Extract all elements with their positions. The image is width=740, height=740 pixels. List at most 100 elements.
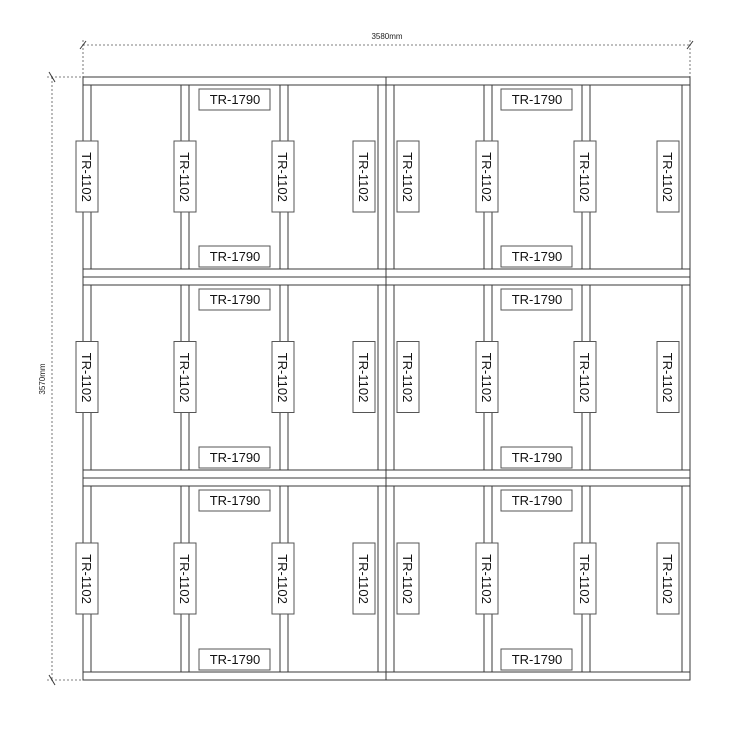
beam-tag-label: TR-1790 (512, 450, 563, 465)
post-tag-label: TR-1102 (177, 554, 192, 604)
horizontal-beam (82, 276, 387, 286)
post-tag-box (173, 542, 197, 615)
post-tag-box (396, 341, 420, 413)
width-dimension-label: 3580mm (371, 32, 402, 41)
horizontal-beam (385, 76, 691, 86)
post-tag-label: TR-1102 (660, 152, 675, 202)
horizontal-beam (385, 477, 691, 487)
horizontal-beam (82, 671, 387, 681)
horizontal-beam (385, 469, 691, 479)
beam-tag-box (198, 288, 271, 311)
horizontal-beam (385, 268, 691, 278)
post-tag-label: TR-1102 (577, 353, 592, 403)
post-tag-box (396, 542, 420, 615)
post-tag-label: TR-1102 (79, 554, 94, 604)
beam-tag-box (500, 245, 573, 268)
post-tag-box (271, 140, 295, 213)
post-tag-box (656, 341, 680, 413)
post-tag-label: TR-1102 (660, 353, 675, 403)
post-tag-box (173, 140, 197, 213)
post-tag-box (573, 341, 597, 413)
beam-tag-box (198, 245, 271, 268)
post-tag-label: TR-1102 (479, 554, 494, 604)
beam-tag-label: TR-1790 (210, 292, 261, 307)
post-tag-label: TR-1102 (400, 554, 415, 604)
beam-tag-box (500, 489, 573, 512)
post-tag-label: TR-1102 (79, 353, 94, 403)
horizontal-beam (82, 477, 387, 487)
width-tick-left (79, 40, 87, 50)
vertical-post (385, 84, 395, 270)
beam-tag-label: TR-1790 (512, 493, 563, 508)
post-tag-box (573, 542, 597, 615)
beam-tag-box (198, 648, 271, 671)
post-tag-box (352, 140, 376, 213)
post-tag-label: TR-1102 (275, 152, 290, 202)
vertical-post (385, 485, 395, 673)
post-tag-box (396, 140, 420, 213)
post-tag-label: TR-1102 (400, 353, 415, 403)
post-tag-box (352, 542, 376, 615)
beam-tag-box (500, 88, 573, 111)
beam-tag-label: TR-1790 (210, 249, 261, 264)
beam-tag-label: TR-1790 (512, 92, 563, 107)
post-tag-box (173, 341, 197, 413)
horizontal-beam (82, 469, 387, 479)
post-tag-label: TR-1102 (356, 554, 371, 604)
post-tag-label: TR-1102 (177, 152, 192, 202)
vertical-post (681, 284, 691, 471)
beam-tag-box (500, 288, 573, 311)
beam-tag-label: TR-1790 (210, 450, 261, 465)
post-tag-box (475, 542, 499, 615)
vertical-post (377, 485, 387, 673)
horizontal-beam (82, 76, 387, 86)
beam-tag-label: TR-1790 (512, 652, 563, 667)
width-tick-right (686, 40, 694, 50)
vertical-post (681, 485, 691, 673)
height-dimension-label: 3570mm (38, 363, 47, 394)
post-tag-label: TR-1102 (400, 152, 415, 202)
beam-tag-box (500, 446, 573, 469)
beam-tag-box (198, 88, 271, 111)
vertical-post (377, 84, 387, 270)
post-tag-box (475, 140, 499, 213)
beam-tag-label: TR-1790 (210, 92, 261, 107)
post-tag-box (656, 542, 680, 615)
post-tag-label: TR-1102 (479, 152, 494, 202)
post-tag-box (573, 140, 597, 213)
beam-tag-box (198, 489, 271, 512)
post-tag-label: TR-1102 (577, 554, 592, 604)
horizontal-beam (82, 268, 387, 278)
beam-tag-box (500, 648, 573, 671)
vertical-post (385, 284, 395, 471)
post-tag-label: TR-1102 (479, 353, 494, 403)
post-tag-label: TR-1102 (275, 353, 290, 403)
vertical-post (377, 284, 387, 471)
post-tag-label: TR-1102 (356, 152, 371, 202)
post-tag-box (75, 341, 99, 413)
horizontal-beam (385, 276, 691, 286)
post-tag-label: TR-1102 (79, 152, 94, 202)
post-tag-label: TR-1102 (177, 353, 192, 403)
post-tag-box (75, 140, 99, 213)
beam-tag-box (198, 446, 271, 469)
beam-tag-label: TR-1790 (210, 493, 261, 508)
post-tag-box (656, 140, 680, 213)
post-tag-label: TR-1102 (356, 353, 371, 403)
post-tag-label: TR-1102 (660, 554, 675, 604)
post-tag-box (271, 341, 295, 413)
height-tick-top (48, 71, 56, 83)
dimension-lines: 3580mm 3570mm (38, 32, 694, 686)
post-tag-label: TR-1102 (577, 152, 592, 202)
beam-tag-label: TR-1790 (512, 249, 563, 264)
post-tag-box (75, 542, 99, 615)
post-tag-box (271, 542, 295, 615)
height-tick-bottom (48, 674, 56, 686)
post-tag-box (352, 341, 376, 413)
horizontal-beam (385, 671, 691, 681)
beam-tag-label: TR-1790 (512, 292, 563, 307)
post-tag-label: TR-1102 (275, 554, 290, 604)
vertical-post (681, 84, 691, 270)
